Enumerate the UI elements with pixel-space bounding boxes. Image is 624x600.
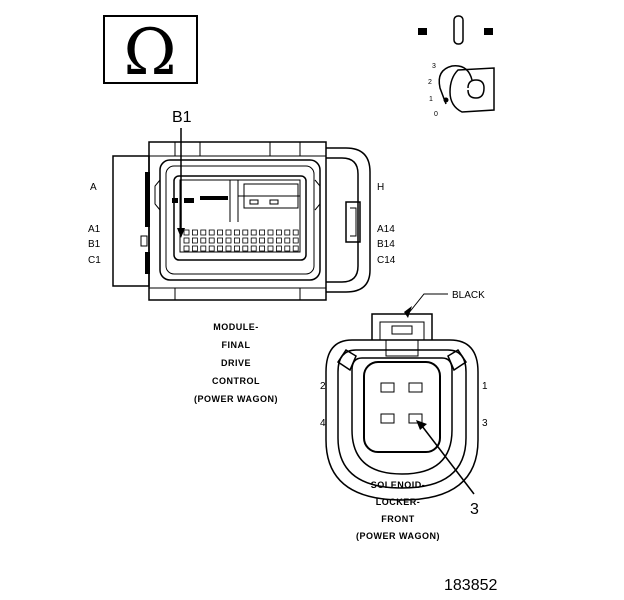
module-pin	[225, 245, 232, 252]
solenoid-color-label: BLACK	[452, 290, 485, 301]
module-pin	[183, 245, 190, 252]
module-caption-line: FINAL	[222, 340, 251, 350]
module-pin	[183, 237, 190, 244]
module-pin-grid	[183, 229, 299, 252]
module-pin	[200, 237, 207, 244]
module-pin	[208, 229, 215, 236]
module-pin	[250, 237, 257, 244]
solenoid-callout-label: 3	[470, 501, 479, 518]
solenoid-cavity-1	[408, 382, 423, 393]
solenoid-caption-line: SOLENOID-	[371, 480, 426, 490]
module-pin	[200, 229, 207, 236]
key-position-2: 2	[428, 79, 432, 86]
module-pin	[242, 237, 249, 244]
module-pin	[200, 245, 207, 252]
module-pin-label-a1: A1	[88, 224, 101, 235]
module-caption-line: DRIVE	[221, 358, 251, 368]
solenoid-cavity-label-2: 2	[320, 381, 326, 392]
module-caption: MODULE- FINAL DRIVE CONTROL (POWER WAGON…	[194, 322, 278, 404]
module-pin	[191, 237, 198, 244]
callout-arrow-3	[416, 420, 475, 495]
module-pin-label-c14: C14	[377, 255, 396, 266]
module-pin	[217, 237, 224, 244]
module-pin	[275, 245, 282, 252]
module-connector	[112, 141, 371, 301]
module-pin	[292, 229, 299, 236]
module-side-label-left: A	[90, 182, 97, 193]
ohm-symbol: Ω	[103, 15, 198, 90]
figure-number: 183852	[444, 577, 497, 594]
module-pin-label-a14: A14	[377, 224, 395, 235]
module-caption-line: MODULE-	[213, 322, 259, 332]
module-pin	[267, 237, 274, 244]
callout-arrow-b1	[177, 128, 185, 238]
solenoid-cavity-label-3: 3	[482, 418, 488, 429]
module-caption-line: CONTROL	[212, 376, 260, 386]
module-pin	[284, 237, 291, 244]
module-pin	[225, 237, 232, 244]
module-pin	[233, 229, 240, 236]
module-pin	[233, 245, 240, 252]
module-pin-label-c1: C1	[88, 255, 101, 266]
solenoid-cavity-label-1: 1	[482, 381, 488, 392]
module-pin	[191, 245, 198, 252]
solenoid-caption-line: LOCKER-	[376, 497, 421, 507]
module-pin	[284, 245, 291, 252]
key-switch-icon: 3 2 1 0	[418, 15, 495, 118]
module-pin	[250, 245, 257, 252]
solenoid-caption-line: FRONT	[381, 514, 415, 524]
module-pin	[259, 229, 266, 236]
module-pin	[275, 237, 282, 244]
key-position-3: 3	[432, 63, 436, 70]
module-pin	[208, 245, 215, 252]
module-pin	[259, 237, 266, 244]
module-callout-label: B1	[172, 109, 192, 126]
module-pin	[217, 245, 224, 252]
key-position-0: 0	[434, 111, 438, 118]
solenoid-cavity-4	[380, 413, 395, 424]
module-pin	[284, 229, 291, 236]
module-side-label-right: H	[377, 182, 384, 193]
module-pin	[267, 245, 274, 252]
module-pin	[292, 245, 299, 252]
module-pin	[267, 229, 274, 236]
module-caption-line: (POWER WAGON)	[194, 394, 278, 404]
solenoid-connector	[325, 313, 479, 501]
module-pin	[217, 229, 224, 236]
module-pin	[208, 237, 215, 244]
module-pin	[259, 245, 266, 252]
solenoid-caption: SOLENOID- LOCKER- FRONT (POWER WAGON)	[356, 480, 440, 541]
ohm-icon: Ω	[123, 16, 176, 90]
solenoid-caption-line: (POWER WAGON)	[356, 531, 440, 541]
key-position-1: 1	[429, 96, 433, 103]
module-pin	[183, 229, 190, 236]
solenoid-cavity-2	[380, 382, 395, 393]
solenoid-cavity-label-4: 4	[320, 418, 326, 429]
module-pin	[292, 237, 299, 244]
black-leader-arrow	[404, 293, 448, 318]
module-pin-label-b14: B14	[377, 239, 395, 250]
module-pin	[225, 229, 232, 236]
solenoid-cavity-3	[408, 413, 423, 424]
module-pin	[233, 237, 240, 244]
module-pin	[242, 229, 249, 236]
module-pin-label-b1: B1	[88, 239, 101, 250]
module-pin	[191, 229, 198, 236]
module-pin	[275, 229, 282, 236]
module-pin	[242, 245, 249, 252]
module-pin	[250, 229, 257, 236]
